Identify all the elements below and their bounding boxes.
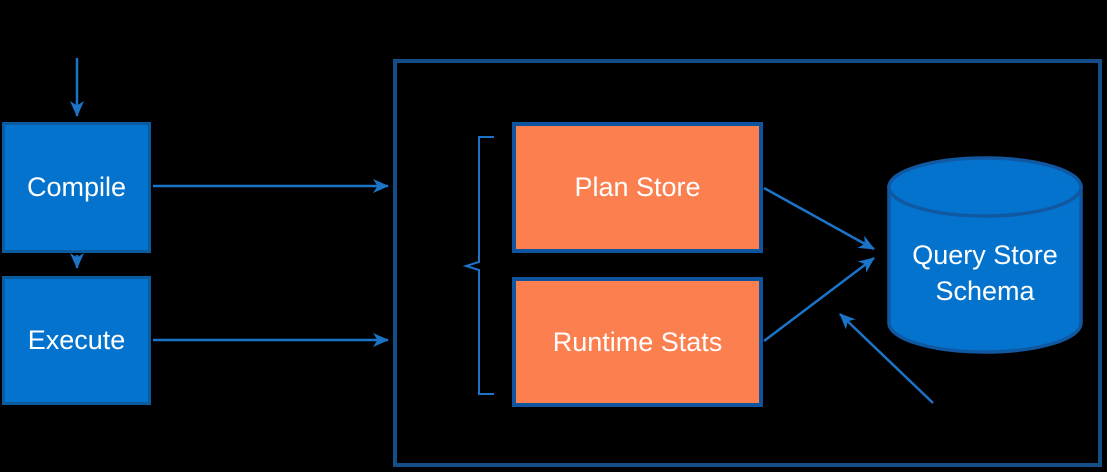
plan-store-label: Plan Store: [574, 172, 701, 202]
compile-node: Compile: [2, 122, 151, 253]
runtime-stats-to-schema-arrow: [763, 257, 875, 342]
compile-label: Compile: [26, 172, 127, 202]
database-cylinder-icon: [887, 156, 1083, 354]
plan-store-to-schema-arrow: [763, 186, 875, 251]
query-store-schema-label: Query Store Schema: [912, 240, 1058, 306]
execute-node: Execute: [2, 276, 151, 405]
runtime-stats-label: Runtime Stats: [552, 326, 723, 357]
bottom-diagonal-arrow: [839, 313, 934, 404]
query-store-container: [393, 59, 1102, 467]
group-brace: [462, 136, 494, 395]
runtime-stats-node: Runtime Stats: [512, 277, 763, 407]
execute-label: Execute: [27, 325, 126, 355]
plan-store-node: Plan Store: [512, 122, 763, 253]
